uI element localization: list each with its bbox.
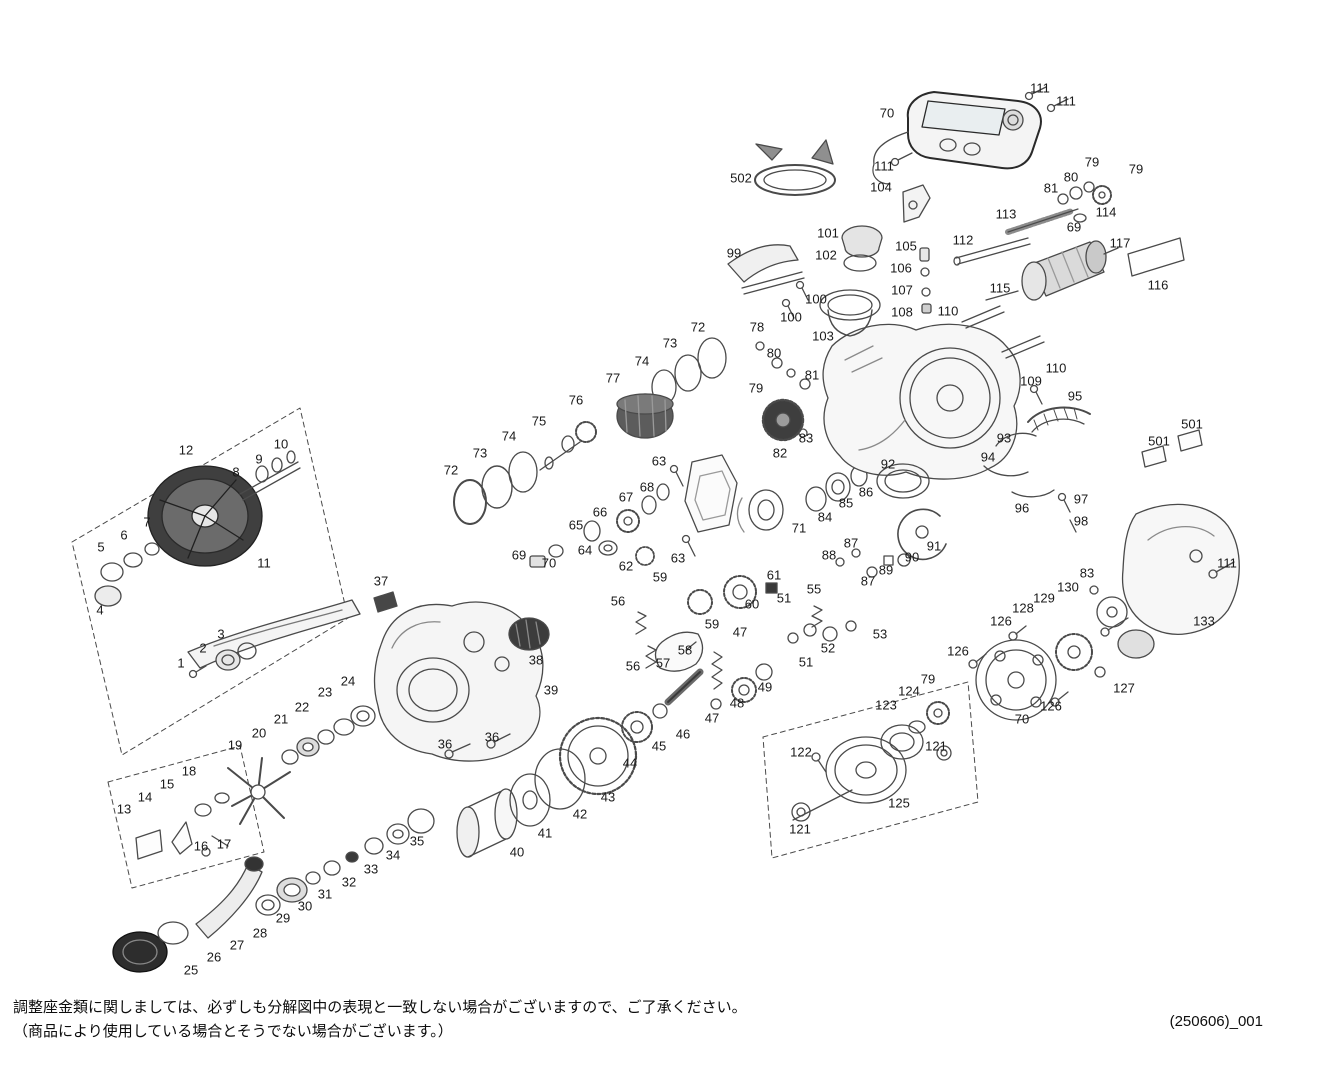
footer-note-line1: 調整座金類に関しましては、必ずしも分解図中の表現と一致しない場合がございますので… [13,999,747,1016]
doc-code: (250606)_001 [1169,1013,1263,1030]
footer-note-line2: （商品により使用している場合とそうでない場合がございます。） [13,1023,453,1040]
footer-notes: 調整座金類に関しましては、必ずしも分解図中の表現と一致しない場合がございますので… [13,996,747,1044]
